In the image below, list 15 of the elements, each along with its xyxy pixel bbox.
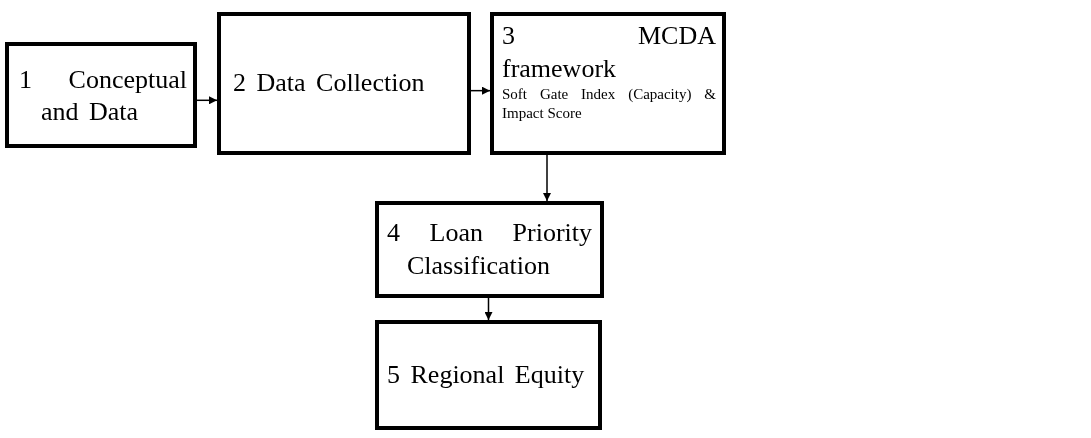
process-box <box>5 42 197 148</box>
step-description: Soft Gate Index (Capacity) & Impact Score <box>502 85 716 123</box>
step-title: 1 Conceptual and Data <box>19 63 187 128</box>
process-box <box>375 320 602 430</box>
step-title: 3 MCDA framework <box>502 20 716 85</box>
step-title: 2 Data Collection <box>233 67 426 100</box>
arrow <box>484 297 493 321</box>
arrow <box>470 86 491 95</box>
arrow <box>196 96 218 105</box>
process-box <box>217 12 471 155</box>
step-title: 4 Loan Priority Classification <box>387 217 592 282</box>
process-box <box>490 12 726 155</box>
step-title: 5 Regional Equity <box>387 358 586 391</box>
arrow <box>543 154 551 202</box>
process-box <box>375 201 604 298</box>
